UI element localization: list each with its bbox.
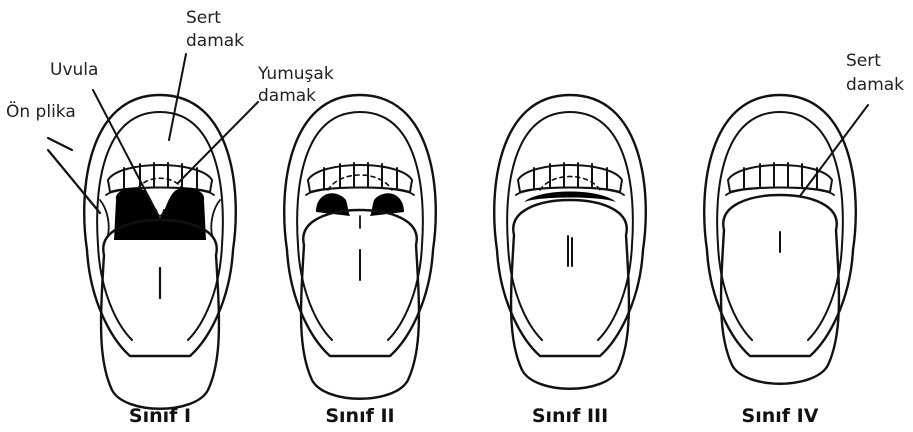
label-sert-damak-1: Sert damak bbox=[186, 8, 244, 51]
caption-class-1: Sınıf I bbox=[129, 405, 191, 427]
caption-class-2: Sınıf II bbox=[325, 405, 394, 427]
class-4-figure bbox=[704, 95, 856, 384]
caption-class-4: Sınıf IV bbox=[742, 405, 819, 427]
label-yumusak-damak: Yumuşak damak bbox=[257, 64, 339, 106]
class-3-figure bbox=[494, 95, 646, 389]
class-1-figure bbox=[84, 95, 236, 409]
label-uvula: Uvula bbox=[50, 60, 98, 80]
label-on-plika: Ön plika bbox=[6, 100, 76, 122]
class-2-figure bbox=[284, 95, 436, 399]
label-sert-damak-4: Sert damak bbox=[846, 51, 904, 95]
caption-class-3: Sınıf III bbox=[532, 405, 608, 427]
